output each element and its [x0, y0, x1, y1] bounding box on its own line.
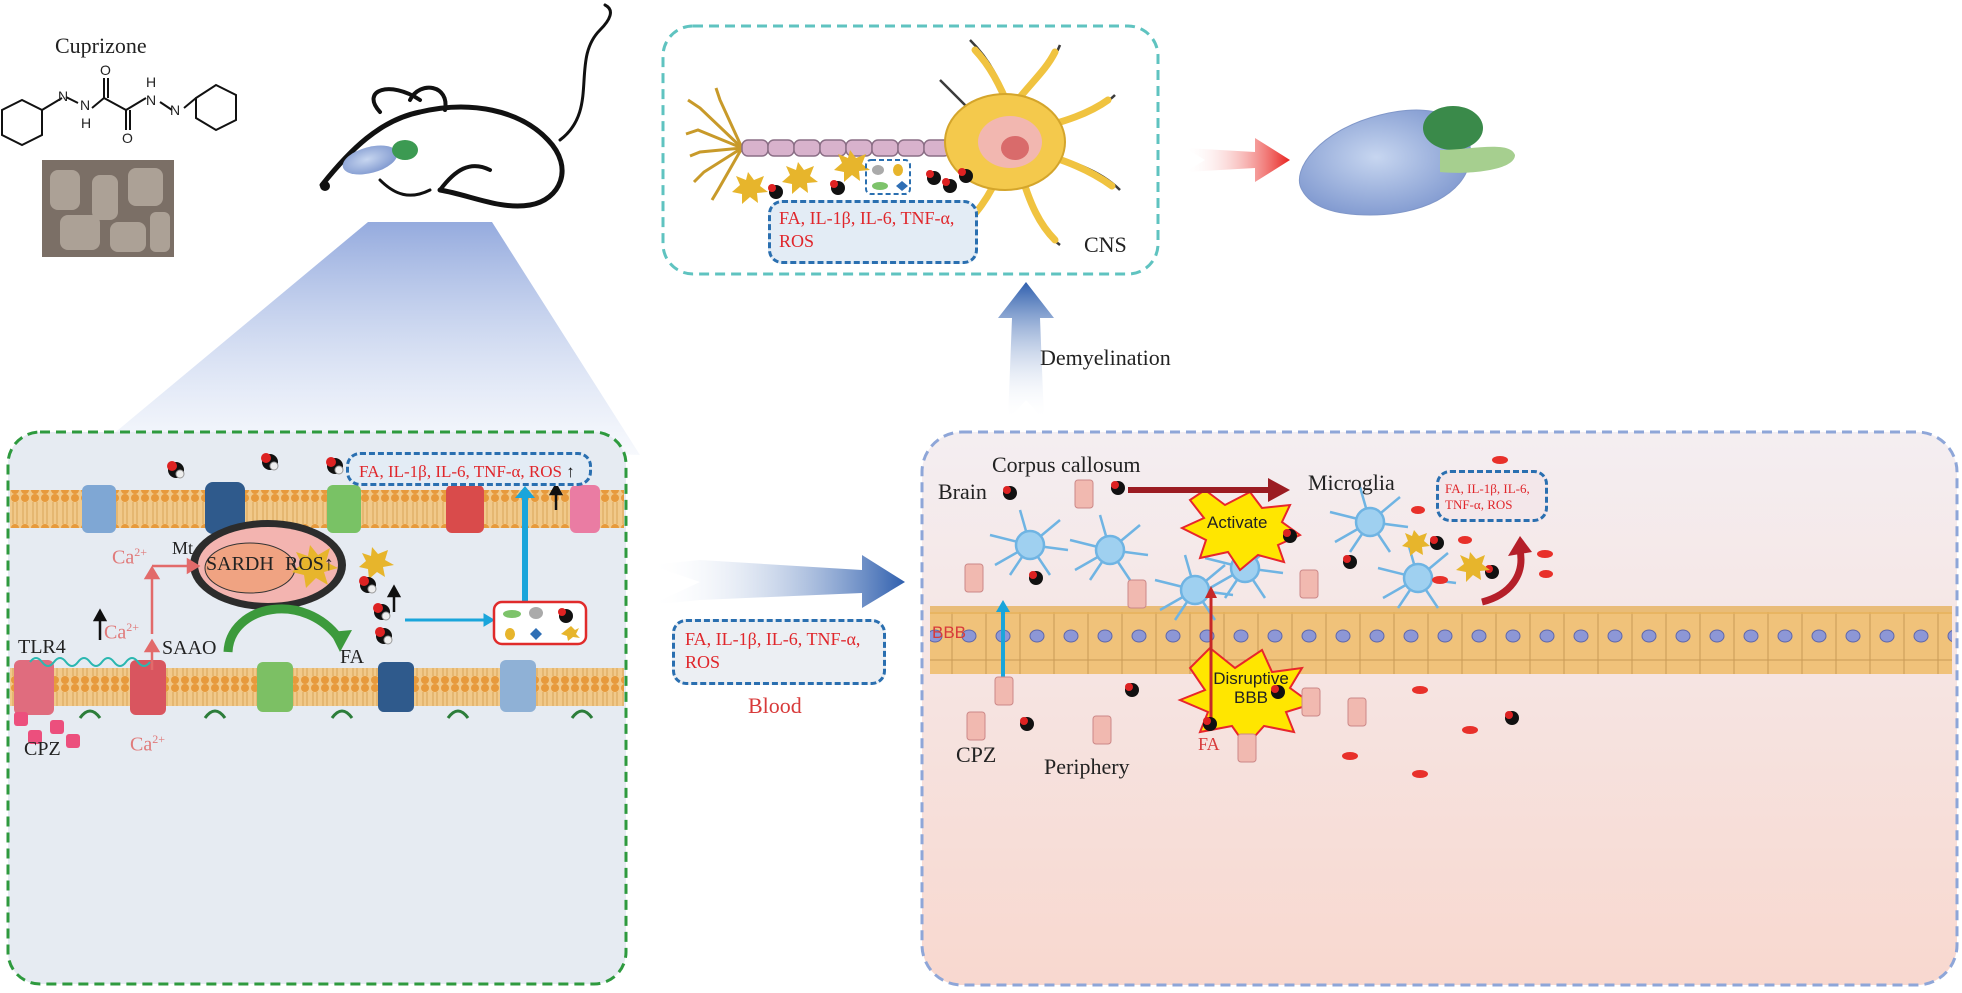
atom-h1: H: [81, 115, 92, 131]
mouse-nose: [320, 181, 330, 191]
mt-label: Mt: [172, 538, 194, 558]
brain-label: Brain: [938, 479, 987, 504]
atom-o1: O: [100, 62, 111, 78]
blood-to-brain-arrow: [650, 555, 905, 608]
black-up-arrows: [92, 482, 564, 640]
ros-burst: [292, 545, 338, 588]
molecules-brain: [1003, 481, 1519, 731]
cns-label: CNS: [1084, 232, 1127, 257]
ros-burst-free: [359, 547, 394, 579]
bbb-epithelium: [930, 612, 1952, 674]
ros-label: ROS↑: [285, 553, 334, 575]
cuprizone-structure: [1, 78, 237, 147]
mouse-brain-small: [342, 140, 418, 175]
release-arrow: [1481, 549, 1525, 606]
cns-cytokine-box: FA, IL-1β, IL-6, TNF-α, ROS: [768, 200, 978, 264]
red-arrow: [1185, 138, 1290, 182]
cns-cytokine-line1: FA, IL-1β, IL-6, TNF-α,: [779, 208, 955, 228]
tlr4-wave: [29, 657, 151, 667]
disruptive-bbb-label: Disruptive BBB: [1213, 669, 1289, 707]
cell-cytokine-text: FA, IL-1β, IL-6, TNF-α, ROS: [359, 462, 562, 481]
periphery-label: Periphery: [1044, 754, 1130, 779]
cell-cytokine-up-arrow: ↑: [566, 462, 575, 481]
atom-n1: N: [58, 88, 69, 104]
atom-n2: N: [80, 97, 91, 113]
brain-cytokine-line2: TNF-α, ROS: [1445, 497, 1513, 513]
cell-panel-frame: [6, 430, 628, 986]
channel-proteins-bottom: [14, 660, 536, 715]
projection-cone: [112, 222, 640, 455]
mouse-sketch: [319, 3, 612, 209]
bbb-label: BBB: [932, 623, 967, 642]
cyan-arrows: [405, 486, 535, 627]
brain-cytokine-line1: FA, IL-1β, IL-6,: [1445, 481, 1530, 496]
atom-n3: N: [146, 92, 157, 108]
sardh-label: SARDH: [206, 553, 274, 575]
activate-burst: [1179, 488, 1302, 572]
ca-arrows: [143, 557, 201, 670]
receptors-bottom: [78, 709, 594, 719]
green-curved-arrow: [223, 604, 344, 653]
brain-illustration: [1298, 106, 1515, 216]
brain-cpz-label: CPZ: [956, 742, 997, 767]
cns-small-icons: [872, 164, 908, 191]
atom-o2: O: [122, 130, 133, 146]
microglia-label: Microglia: [1308, 470, 1395, 495]
brain-fa-label: FA: [1198, 734, 1220, 754]
blood-cytokine-line2: ROS: [685, 651, 721, 672]
blood-label: Blood: [748, 693, 802, 718]
ca-bottom-label: Ca2+: [130, 732, 165, 756]
bbb-cilia: [930, 606, 1952, 614]
cns-sparks: [732, 150, 870, 204]
corpus-callosum-label: Corpus callosum: [992, 452, 1141, 477]
cpz-particles-brain: [964, 479, 1367, 763]
activate-label: Activate: [1207, 513, 1268, 532]
tlr4-label: TLR4: [18, 636, 66, 658]
saao-label: SAAO: [162, 637, 217, 659]
red-blood-cells: [1342, 456, 1553, 778]
mitochondrion: [190, 520, 346, 610]
cns-cytokine-line2: ROS: [779, 230, 815, 251]
cpz-particles: [14, 712, 80, 748]
ca-top-label: Ca2+: [112, 545, 147, 569]
cell-cytokine-icons: [503, 607, 580, 641]
blood-cytokine-box: FA, IL-1β, IL-6, TNF-α, ROS: [672, 619, 886, 685]
fa-label: FA: [340, 646, 365, 668]
cns-small-dashed-box: [865, 159, 911, 195]
photo-texture: [50, 168, 170, 252]
ca-mid-label: Ca2+: [104, 620, 139, 644]
cuprizone-title: Cuprizone: [55, 33, 147, 58]
cell-cytokine-box: FA, IL-1β, IL-6, TNF-α, ROS ↑: [346, 452, 592, 486]
molecules-cell: [167, 453, 393, 645]
brain-sparks: [1402, 530, 1490, 582]
demyelination-label: Demyelination: [1040, 345, 1171, 370]
atom-n4: N: [170, 102, 181, 118]
blood-cytokine-line1: FA, IL-1β, IL-6, TNF-α,: [685, 629, 861, 649]
demyelination-arrow: [998, 282, 1054, 420]
brain-cytokine-box: FA, IL-1β, IL-6, TNF-α, ROS: [1436, 470, 1548, 522]
channel-proteins-top: [82, 482, 600, 534]
molecules-cns: [768, 168, 973, 199]
cpz-label: CPZ: [24, 738, 61, 760]
brain-panel-frame: [920, 430, 1959, 987]
neuron: [685, 39, 1121, 246]
atom-h2: H: [146, 74, 157, 90]
